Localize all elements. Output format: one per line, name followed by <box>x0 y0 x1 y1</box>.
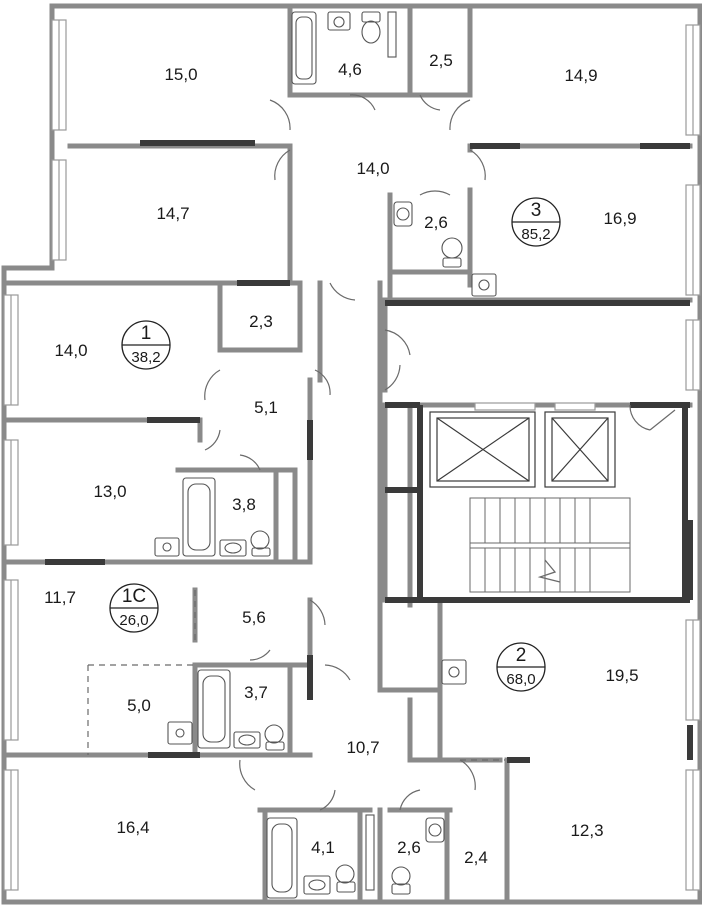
room-area-label: 14,0 <box>54 341 87 360</box>
apartment-number: 1 <box>141 323 152 344</box>
room-area-label: 10,7 <box>346 738 379 757</box>
room-area-label: 4,1 <box>311 838 335 857</box>
apartment-area: 26,0 <box>119 612 148 629</box>
room-area-label: 19,5 <box>605 666 638 685</box>
staircase <box>469 497 631 593</box>
room-area-label: 11,7 <box>44 588 76 607</box>
room-area-label: 5,1 <box>254 398 278 417</box>
room-area-label: 3,8 <box>232 495 256 514</box>
apartment-badge-1c: 1С 26,0 <box>109 583 159 633</box>
room-area-label: 5,0 <box>127 696 151 715</box>
room-area-label: 2,4 <box>464 848 488 867</box>
apartment-number: 1С <box>122 586 146 607</box>
room-area-label: 2,6 <box>424 213 448 232</box>
apartment-badges: 1 38,2 1С 26,0 2 68,0 3 85,2 <box>109 197 561 692</box>
room-area-label: 2,5 <box>429 51 453 70</box>
apartment-badge-3: 3 85,2 <box>511 197 561 247</box>
room-area-label: 14,0 <box>356 159 389 178</box>
room-area-label: 13,0 <box>93 482 126 501</box>
room-area-label: 16,9 <box>603 209 636 228</box>
windows <box>3 19 701 891</box>
elevator-shafts <box>429 411 616 488</box>
room-area-label: 5,6 <box>242 608 266 627</box>
apartment-badge-2: 2 68,0 <box>496 642 546 692</box>
room-area-label: 14,7 <box>156 204 189 223</box>
sanitary-fixtures <box>154 11 497 899</box>
apartment-number: 2 <box>516 645 527 666</box>
room-area-label: 15,0 <box>164 65 197 84</box>
room-labels: 15,0 4,6 2,5 14,9 14,0 14,7 2,6 16,9 14,… <box>44 51 638 867</box>
room-area-label: 2,6 <box>397 838 421 857</box>
room-area-label: 3,7 <box>244 683 268 702</box>
room-area-label: 12,3 <box>570 821 603 840</box>
apartment-area: 68,0 <box>506 671 535 688</box>
door-swings <box>87 94 676 811</box>
bearing-walls <box>45 140 693 763</box>
room-area-label: 16,4 <box>116 818 149 837</box>
apartment-number: 3 <box>531 200 542 221</box>
room-area-label: 2,3 <box>249 312 273 331</box>
room-area-label: 4,6 <box>338 60 362 79</box>
apartment-badge-1: 1 38,2 <box>121 320 171 370</box>
room-area-label: 14,9 <box>564 66 597 85</box>
apartment-area: 38,2 <box>131 349 160 366</box>
walls <box>1 3 702 905</box>
apartment-area: 85,2 <box>521 226 550 243</box>
